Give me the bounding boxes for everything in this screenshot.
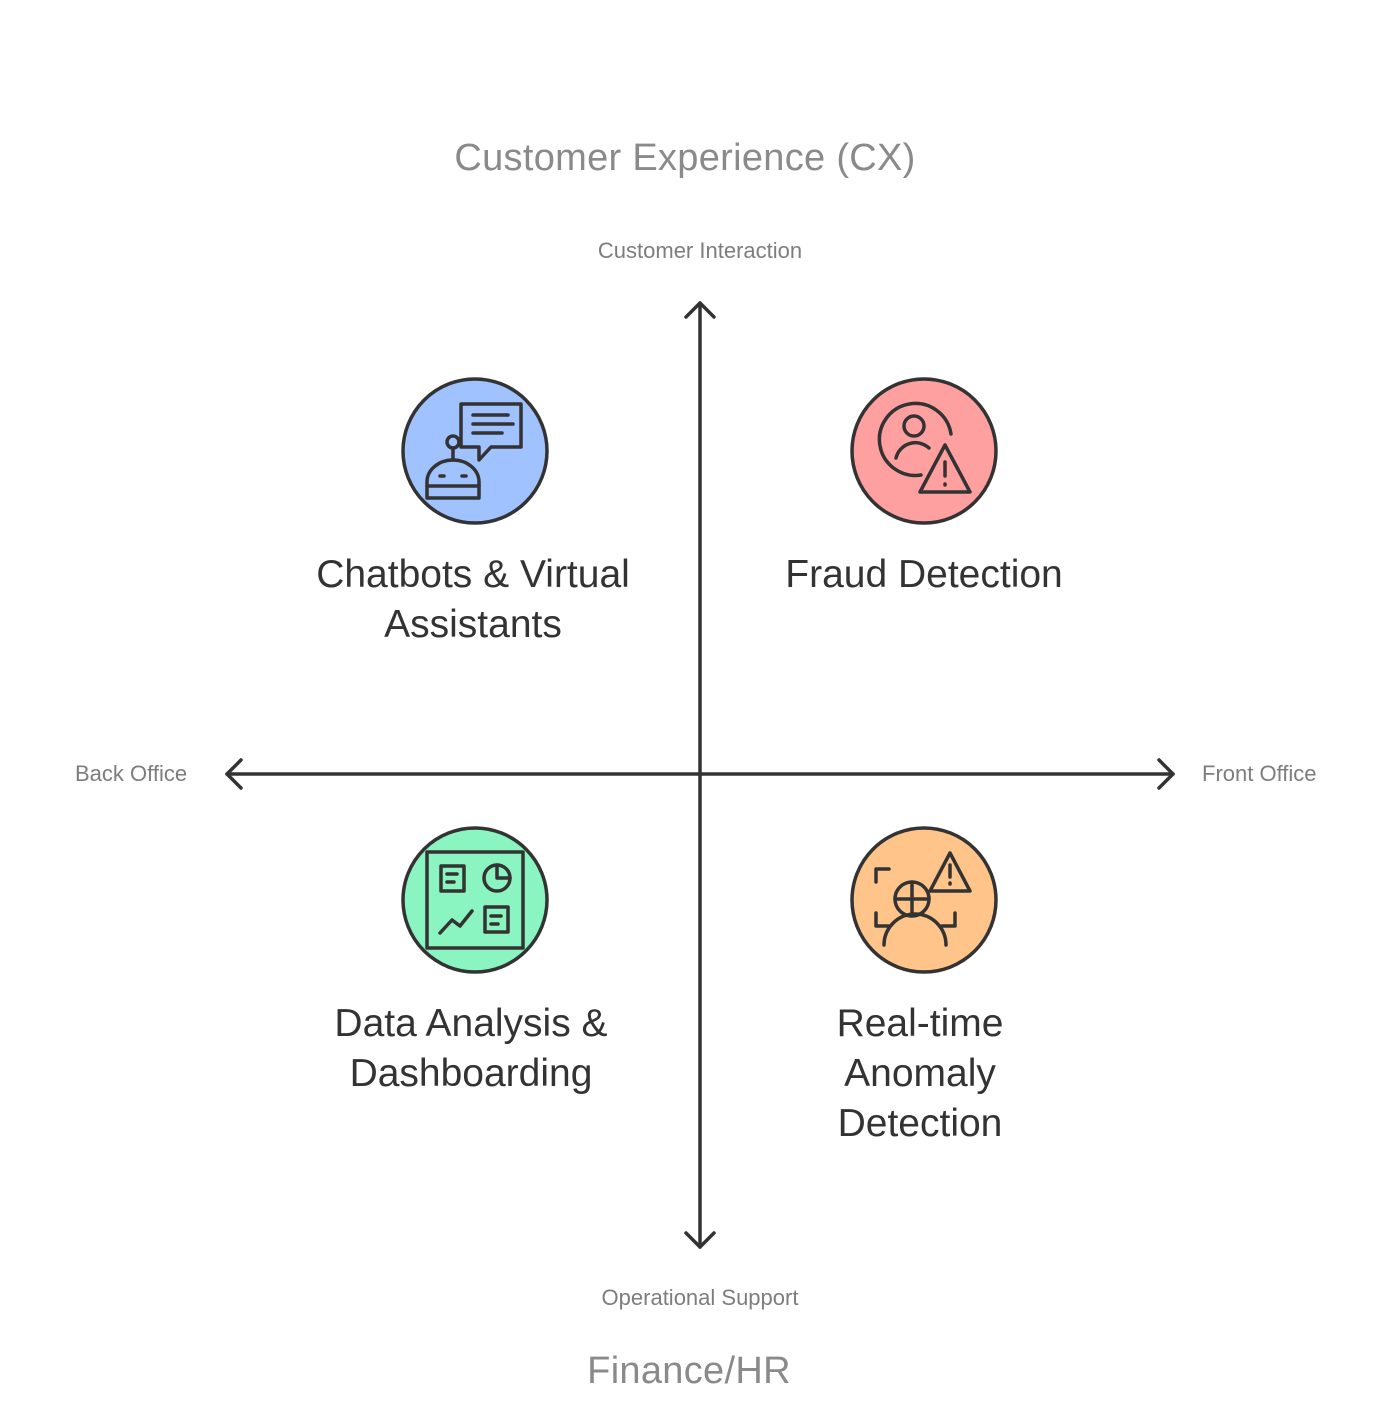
fraud-alert-icon xyxy=(850,377,998,525)
y-axis-bottom-label: Operational Support xyxy=(601,1285,799,1310)
x-axis-right-label: Front Office xyxy=(1202,761,1317,786)
quadrant-top-left xyxy=(400,376,550,531)
up-arrowhead xyxy=(684,301,716,319)
quadrant-bottom-right xyxy=(849,825,999,980)
title-line: Detection xyxy=(837,1102,1003,1145)
title-line: Anomaly xyxy=(844,1052,996,1095)
quadrant-top-right-title: Fraud Detection xyxy=(785,550,1062,600)
title-line: Fraud Detection xyxy=(785,553,1063,596)
quadrant-bottom-right-title: Real-time Anomaly Detection xyxy=(837,999,1004,1149)
quadrant-top-left-title: Chatbots & Virtual Assistants xyxy=(316,550,630,650)
right-arrowhead xyxy=(1157,758,1175,790)
title-line: Dashboarding xyxy=(349,1052,593,1095)
top-main-label: Customer Experience (CX) xyxy=(454,137,916,179)
quadrant-top-right xyxy=(849,376,999,531)
x-axis-left-label: Back Office xyxy=(75,761,188,786)
title-line: Data Analysis & xyxy=(334,1002,608,1045)
y-axis-top-label: Customer Interaction xyxy=(597,238,803,263)
bottom-main-label: Finance/HR xyxy=(587,1350,791,1392)
title-line: Assistants xyxy=(384,603,562,646)
chatbot-icon xyxy=(401,377,549,525)
anomaly-scan-icon xyxy=(850,826,998,974)
dashboard-icon xyxy=(401,826,549,974)
quadrant-bottom-left xyxy=(400,825,550,980)
quadrant-bottom-left-title: Data Analysis & Dashboarding xyxy=(334,999,607,1099)
title-line: Real-time xyxy=(836,1002,1004,1045)
down-arrowhead xyxy=(684,1231,716,1249)
left-arrowhead xyxy=(225,758,243,790)
title-line: Chatbots & Virtual xyxy=(316,553,630,596)
